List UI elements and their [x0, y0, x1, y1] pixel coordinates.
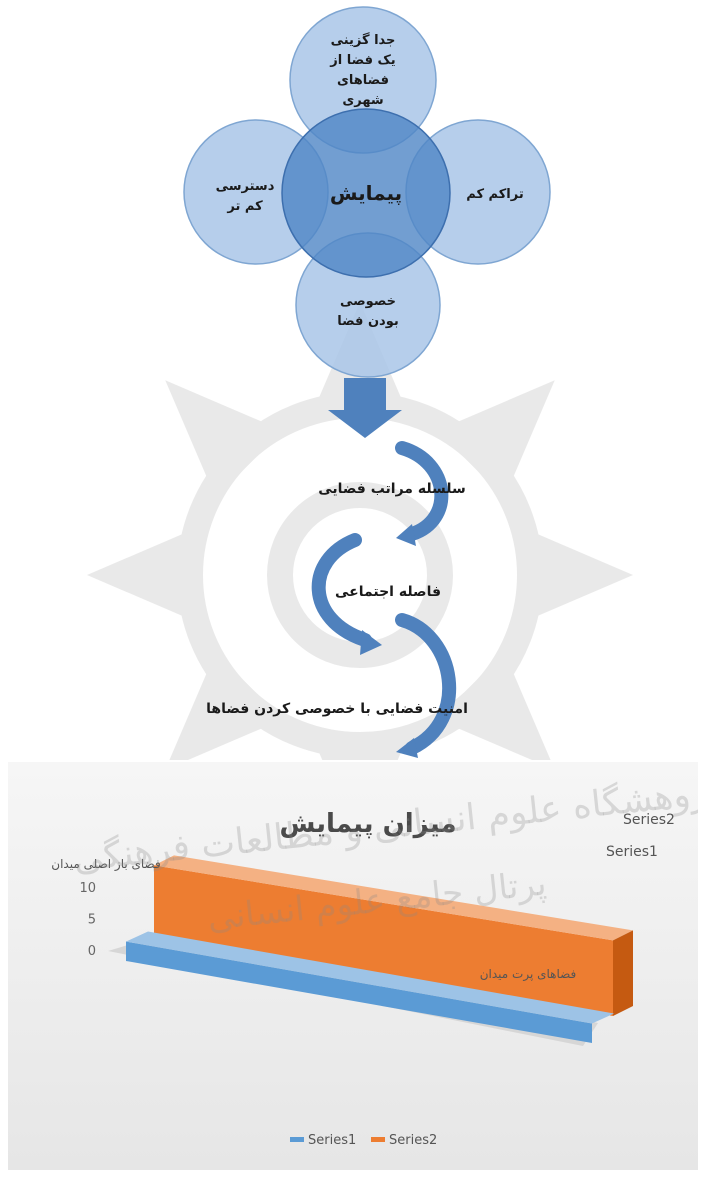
venn-diagram: پیمایش جدا گزینی یک فضا از فضاهای شهری د… — [183, 6, 551, 378]
legend-label-series1: Series1 — [308, 1133, 356, 1148]
series-label-2: Series2 — [623, 812, 675, 828]
venn-bottom-line-1: خصوصی — [340, 294, 396, 309]
chart-title: میزان پیمایش — [279, 809, 456, 839]
curved-arrow-1-head — [396, 524, 416, 546]
chart-panel: میزان پیمایش 0 5 10 فضای باز اصلی میدان فض… — [8, 762, 698, 1170]
y-tick-label: 0 — [88, 944, 96, 959]
bar-series2-side — [613, 930, 633, 1016]
venn-left-line-1: دسترسی — [216, 179, 275, 194]
curved-arrow-2-icon — [311, 533, 372, 647]
bar-series2-top — [154, 855, 633, 941]
legend-swatch-series1 — [290, 1137, 304, 1142]
curved-arrow-3-icon — [395, 613, 457, 755]
venn-top-line-1: جدا گزینی — [331, 32, 396, 48]
flow-arrows — [311, 441, 457, 758]
bar-layer — [108, 855, 633, 1046]
chart-legend: Series1 Series2 — [290, 1133, 437, 1148]
curved-arrow-3-head — [396, 738, 418, 758]
bar-series2 — [154, 865, 613, 1016]
chart: میزان پیمایش 0 5 10 فضای باز اصلی میدان فض… — [8, 762, 698, 1170]
venn-circle-center — [281, 108, 451, 278]
legend-label-series2: Series2 — [389, 1133, 437, 1148]
venn-right-label: تراکم کم — [466, 187, 523, 202]
venn-center-label: پیمایش — [330, 181, 402, 206]
curved-arrow-2-head — [360, 630, 382, 655]
curved-arrow-1-icon — [395, 441, 449, 541]
y-tick-label: 5 — [88, 913, 96, 928]
down-arrow-icon — [328, 378, 402, 438]
flow-step-2: فاصله اجتماعی — [335, 584, 441, 600]
y-axis-ticks: 0 5 10 — [79, 881, 96, 959]
diagram: پیمایش جدا گزینی یک فضا از فضاهای شهری د… — [86, 6, 634, 760]
venn-top-line-4: شهری — [342, 93, 383, 108]
venn-bottom-line-2: بودن فضا — [337, 314, 399, 329]
venn-top-line-3: فضاهای — [337, 73, 389, 88]
flow-step-1: سلسله مراتب فضایی — [318, 481, 466, 497]
venn-left-line-2: کم تر — [226, 199, 263, 214]
category-label-2: فضاهای پرت میدان — [480, 967, 577, 982]
y-tick-label: 10 — [79, 881, 96, 896]
legend-swatch-series2 — [371, 1137, 385, 1142]
bar-series1-top — [126, 931, 614, 1024]
venn-top-line-2: یک فضا از — [329, 53, 395, 68]
category-label-1: فضای باز اصلی میدان — [51, 857, 160, 872]
bar-series1 — [126, 941, 592, 1043]
series-label-1: Series1 — [606, 844, 658, 860]
flow-step-3: امنیت فضایی با خصوصی کردن فضاها — [206, 701, 468, 717]
